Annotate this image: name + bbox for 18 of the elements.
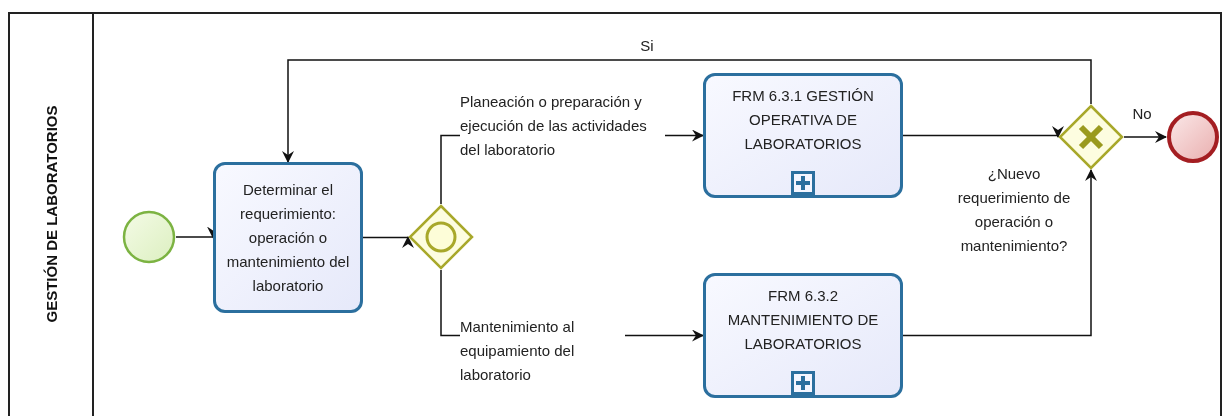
sequence-flow-arrow — [362, 236, 414, 248]
start-event-circle — [122, 210, 176, 264]
task-label: Determinar el requerimiento: operación o mantenimiento del laboratorio — [225, 179, 351, 296]
sequence-flow-arrow — [1123, 131, 1167, 143]
exclusive-gateway-diamond — [1058, 104, 1124, 170]
end-event-circle — [1166, 110, 1220, 164]
gateway-question: ¿Nuevo requerimiento de operación o mantenimiento? — [956, 164, 1072, 256]
inclusive-gateway-diamond — [408, 204, 474, 270]
subprocess-box — [703, 73, 903, 198]
subprocess-box — [703, 273, 903, 398]
task-box — [213, 162, 363, 313]
sequence-flow-arrow — [282, 59, 1092, 163]
pool-lane — [8, 12, 1222, 416]
sequence-flow-arrow — [902, 126, 1064, 138]
sequence-flow-arrow — [902, 169, 1097, 337]
lane-title: GESTIÓN DE LABORATORIOS — [41, 105, 61, 323]
task-label: FRM 6.3.1 GESTIÓN OPERATIVA DE LABORATORIOS — [731, 86, 875, 154]
task-label: FRM 6.3.2 MANTENIMIENTO DE LABORATORIOS — [726, 286, 880, 354]
